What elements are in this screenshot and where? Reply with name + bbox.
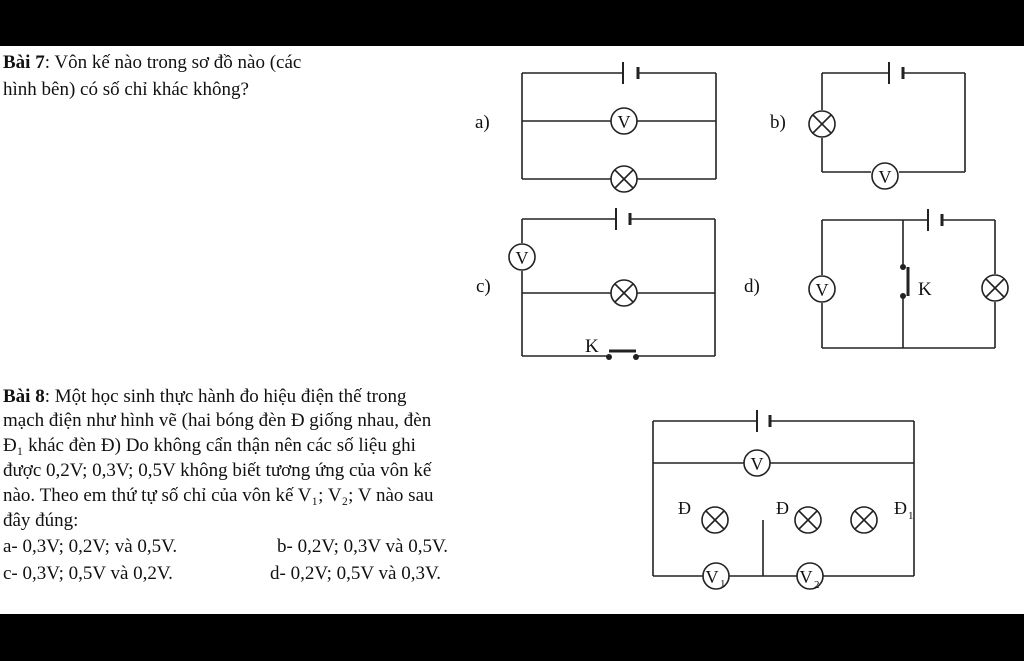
lamp-d-right <box>794 506 822 534</box>
circuit-diagrams: V a) V b) <box>475 62 1009 591</box>
circuit-b <box>808 62 966 190</box>
bai7-line2: hình bên) có số chỉ khác không? <box>3 79 249 100</box>
circuit-bai8 <box>652 410 915 590</box>
label-b: b) <box>770 112 786 133</box>
label-d: d) <box>744 276 760 297</box>
voltmeter-b-label: V <box>879 167 892 187</box>
bai8-line2: mạch điện như hình vẽ (hai bóng đèn Đ gi… <box>3 410 432 431</box>
bai8-line3: Đ₁ khác đèn Đ) Do không cẩn thận nên các… <box>3 435 416 456</box>
voltmeter-v2-subscript: 2 <box>814 579 820 591</box>
lamp-c <box>610 279 638 307</box>
bai8-text-0: : Một học sinh thực hành đo hiệu điện th… <box>44 386 407 407</box>
lamp-d <box>981 274 1009 302</box>
lamp-d-left <box>701 506 729 534</box>
bai7-heading: Bài 7 <box>3 52 45 73</box>
bai8-option-c: c- 0,3V; 0,5V và 0,2V. <box>3 563 173 584</box>
circuit-a <box>521 62 717 193</box>
label-a: a) <box>475 112 490 133</box>
voltmeter-c-label: V <box>516 248 529 268</box>
voltmeter-d-label: V <box>816 280 829 300</box>
bai8-line6: đây đúng: <box>3 510 79 531</box>
voltmeter-a-label: V <box>618 112 631 132</box>
bai8-line1: Bài 8: Một học sinh thực hành đo hiệu đi… <box>3 385 406 408</box>
circuit-c <box>508 208 716 360</box>
voltmeter-v2-label: V <box>800 567 813 587</box>
switch-d-label: K <box>918 279 932 300</box>
worksheet-page: Bài 7: Vôn kế nào trong sơ đồ nào (các h… <box>0 46 1024 614</box>
voltmeter-v1-subscript: 1 <box>720 578 726 590</box>
bai7-line1: Bài 7: Vôn kế nào trong sơ đồ nào (các <box>3 51 301 74</box>
lamp-a <box>610 165 638 193</box>
bai8-heading: Bài 8 <box>3 386 45 407</box>
bai8-option-a: a- 0,3V; 0,2V; và 0,5V. <box>3 536 178 557</box>
bai8-line5: nào. Theo em thứ tự số chỉ của vôn kế V₁… <box>3 485 434 506</box>
voltmeter-v-label: V <box>751 454 764 474</box>
lamp-b <box>808 110 836 138</box>
lamp-d1-label: Đ <box>894 498 907 518</box>
label-c: c) <box>476 276 491 297</box>
voltmeter-v1-label: V <box>706 567 719 587</box>
lamp-d1 <box>850 506 878 534</box>
bai8-option-b: b- 0,2V; 0,3V và 0,5V. <box>277 536 448 557</box>
lamp-d1-subscript: 1 <box>908 510 914 522</box>
bai8-line4: được 0,2V; 0,3V; 0,5V không biết tương ứ… <box>3 460 432 481</box>
circuit-d <box>808 209 1009 349</box>
bai8-option-d: d- 0,2V; 0,5V và 0,3V. <box>270 563 441 584</box>
lamp-d-left-label: Đ <box>678 498 691 518</box>
bai7-text-1: : Vôn kế nào trong sơ đồ nào (các <box>44 52 302 73</box>
switch-c-label: K <box>585 336 599 357</box>
lamp-d-right-label: Đ <box>776 498 789 518</box>
